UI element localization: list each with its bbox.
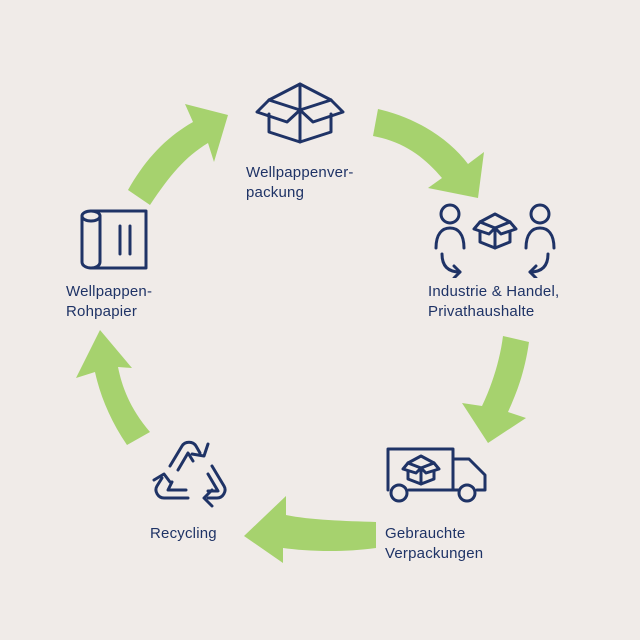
label-industrie-handel: Industrie & Handel, Privathaushalte [428,283,560,320]
arrow-trade-to-used [462,336,529,443]
arrow-paper-to-box [128,104,228,205]
recycling-icon [148,436,232,512]
label-gebrauchte-verpackungen: Gebrauchte Verpackungen [385,525,484,562]
label-recycling: Recycling [150,525,217,542]
truck-box-icon [383,445,489,507]
people-exchange-box-icon [432,202,558,278]
open-box-icon [255,76,345,146]
paper-roll-icon [78,208,152,270]
arrow-recycling-to-paper [76,330,150,445]
arrow-box-to-trade [373,109,484,198]
label-wellpappenverpackung: Wellpappenver- packung [246,164,354,201]
label-wellpappen-rohpapier: Wellpappen- Rohpapier [66,283,153,320]
arrow-used-to-recycling [244,496,376,563]
